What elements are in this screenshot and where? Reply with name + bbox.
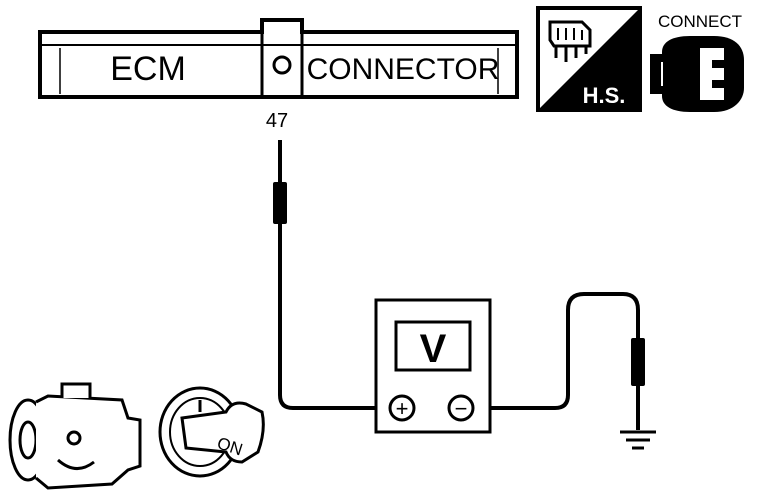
- probe-wire-positive: [278, 140, 388, 410]
- positive-probe: [273, 182, 287, 224]
- terminal-number: 47: [266, 110, 288, 132]
- positive-terminal: [388, 394, 416, 422]
- connect-icon: CONNECT: [650, 12, 744, 112]
- ecm-connector: ECM CONNECTOR: [38, 18, 519, 99]
- connector-label: CONNECTOR: [307, 53, 500, 86]
- connector-lock-icon: [272, 55, 292, 75]
- negative-terminal: [447, 394, 475, 422]
- harness-side-icon: H.S.: [536, 6, 642, 112]
- positive-terminal-label: +: [396, 396, 409, 421]
- hs-label: H.S.: [583, 83, 626, 108]
- ground-icon: [620, 430, 656, 450]
- negative-probe: [631, 338, 645, 386]
- probe-wire-negative: [474, 292, 640, 430]
- connector-tester-icon: [548, 20, 592, 62]
- voltmeter: V + −: [374, 298, 492, 434]
- ignition-cylinder-icon: [8, 382, 142, 490]
- connect-label: CONNECT: [658, 12, 742, 31]
- ecm-label: ECM: [110, 50, 186, 88]
- negative-terminal-label: −: [455, 396, 468, 421]
- voltmeter-display-label: V: [420, 327, 447, 371]
- voltmeter-display: [394, 320, 472, 372]
- ignition-key-switch: ON: [158, 386, 265, 478]
- key-icon: [180, 401, 265, 464]
